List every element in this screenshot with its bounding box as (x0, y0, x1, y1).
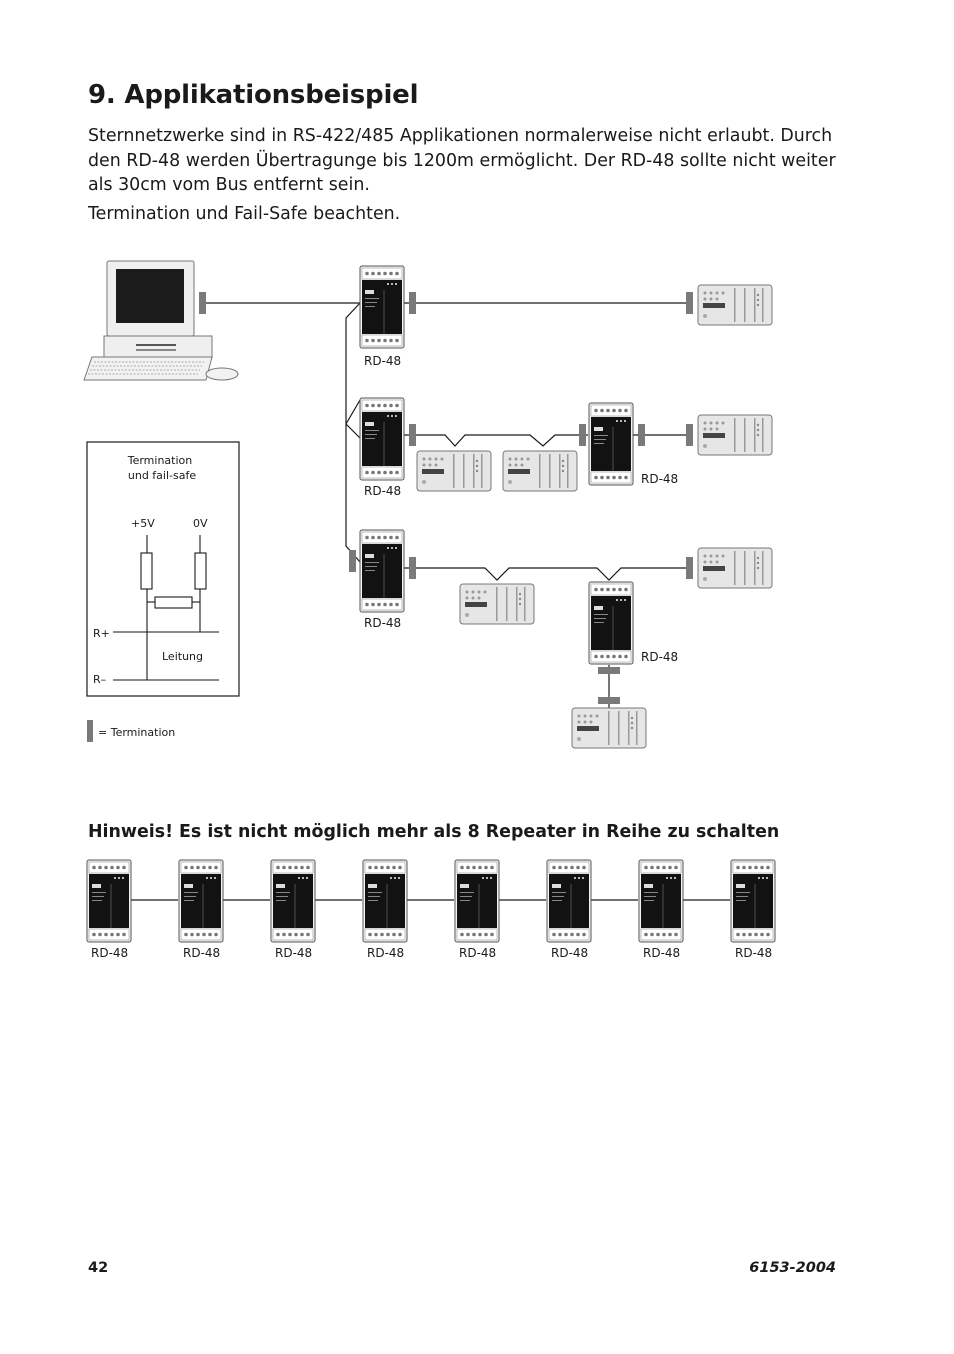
hinweis-note: Hinweis! Es ist nicht möglich mehr als 8… (88, 822, 780, 842)
document-number: 6153-2004 (749, 1260, 836, 1276)
plc-module (459, 583, 535, 625)
bus-wiring (131, 302, 730, 901)
repeater-1 (359, 265, 405, 349)
r-plus-label: R+ (93, 627, 110, 640)
termination-failsafe-box: Termination und fail-safe +5V 0V R+ Leit… (86, 441, 240, 697)
plc-module (571, 707, 647, 749)
repeater-4 (588, 402, 634, 486)
plc-module (502, 450, 578, 492)
page-title: 9. Applikationsbeispiel (88, 80, 419, 110)
chain-label: RD-48 (367, 946, 404, 960)
legend-label: = Termination (98, 726, 175, 739)
termination-note: Termination und Fail-Safe beachten. (88, 204, 401, 224)
chain-label: RD-48 (275, 946, 312, 960)
box-subtitle: und fail-safe (128, 469, 196, 482)
repeater-3 (359, 529, 405, 613)
chain-label: RD-48 (643, 946, 680, 960)
repeater-label: RD-48 (364, 616, 401, 630)
termination-legend: = Termination (87, 720, 175, 742)
page-number: 42 (88, 1260, 109, 1276)
chain-label: RD-48 (551, 946, 588, 960)
repeater-5 (588, 581, 634, 665)
plc-module (697, 284, 773, 326)
plc-module (697, 547, 773, 589)
intro-paragraph: Sternnetzwerke sind in RS-422/485 Applik… (88, 126, 836, 195)
plc-module (697, 414, 773, 456)
chain-label: RD-48 (459, 946, 496, 960)
repeater-label: RD-48 (641, 650, 678, 664)
chain-label: RD-48 (183, 946, 220, 960)
zero-v-label: 0V (193, 517, 208, 530)
plc-module (416, 450, 492, 492)
chain-label: RD-48 (91, 946, 128, 960)
chain-label: RD-48 (735, 946, 772, 960)
repeater-label: RD-48 (364, 354, 401, 368)
computer-icon (83, 260, 239, 381)
box-title: Termination (127, 454, 193, 467)
r-minus-label: R– (93, 673, 106, 686)
repeater-label: RD-48 (364, 484, 401, 498)
repeater-2 (359, 397, 405, 481)
leitung-label: Leitung (162, 650, 203, 663)
repeater-label: RD-48 (641, 472, 678, 486)
repeater-chain: RD-48 RD-48 RD-48 RD-48 RD-48 RD-48 RD-4… (86, 859, 776, 960)
plus5v-label: +5V (131, 517, 155, 530)
